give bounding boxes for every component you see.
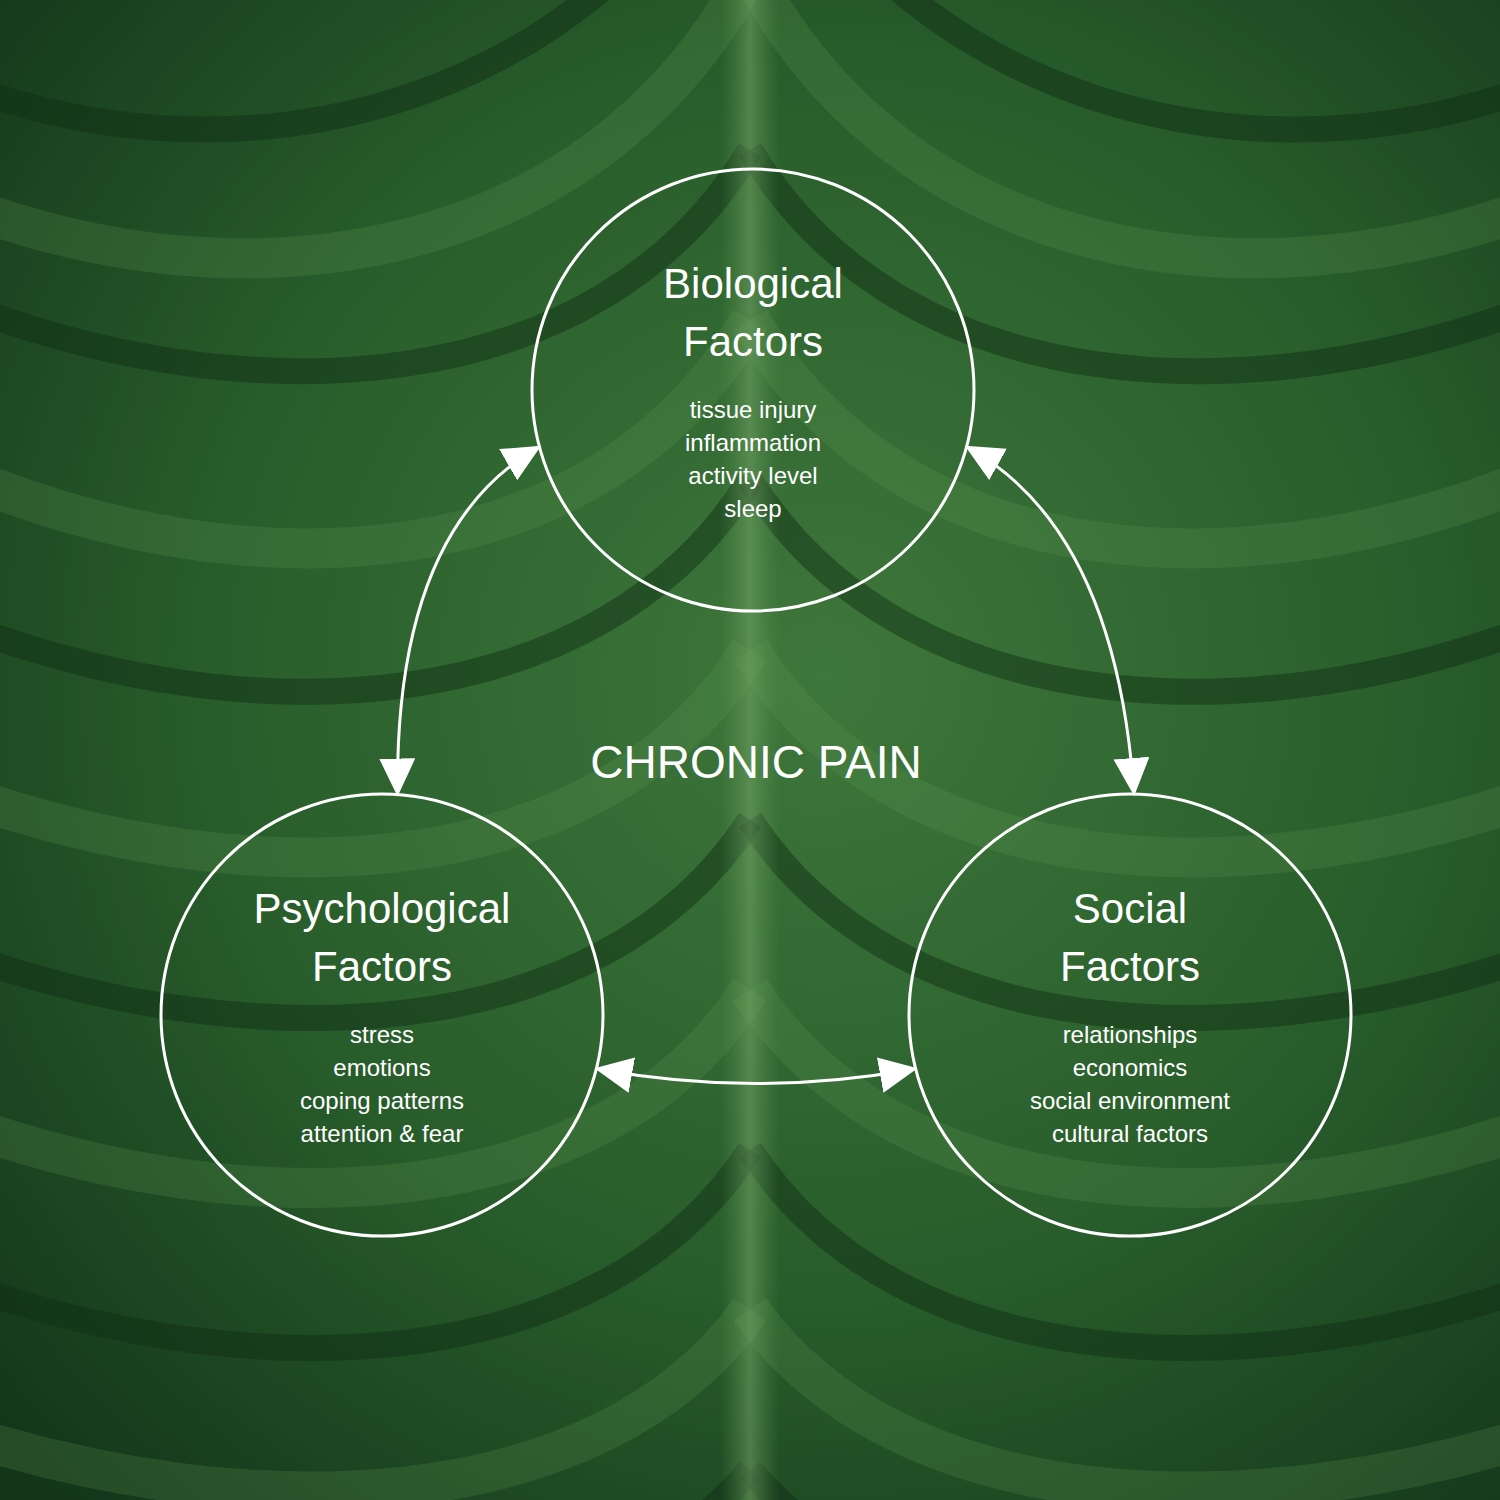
connector-arrow [598,1069,913,1084]
factor-circle: Social Factors relationshipseconomicssoci… [907,792,1353,1238]
factor-item: emotions [333,1051,430,1084]
connector-arrow [968,448,1133,792]
factor-item: attention & fear [301,1117,464,1150]
center-label: CHRONIC PAIN [590,735,921,789]
factor-item: economics [1073,1051,1188,1084]
circle-outline [907,792,1353,1238]
factor-item: social environment [1030,1084,1230,1117]
factor-heading: Psychological Factors [232,880,532,996]
factor-item: activity level [688,459,817,492]
factor-item: cultural factors [1052,1117,1208,1150]
factor-heading: Biological Factors [623,255,883,371]
factor-item: tissue injury [690,393,817,426]
factor-item: inflammation [685,426,821,459]
factor-circle: Psychological Factors stressemotionscopin… [159,792,605,1238]
factor-item: sleep [724,492,781,525]
circle-outline [530,167,976,613]
circle-outline [159,792,605,1238]
connector-arrow [398,448,538,793]
factor-item: relationships [1063,1018,1198,1051]
factor-circle: Biological Factors tissue injuryinflammat… [530,167,976,613]
factor-item: coping patterns [300,1084,464,1117]
factor-item: stress [350,1018,414,1051]
factor-heading: Social Factors [1005,880,1255,996]
